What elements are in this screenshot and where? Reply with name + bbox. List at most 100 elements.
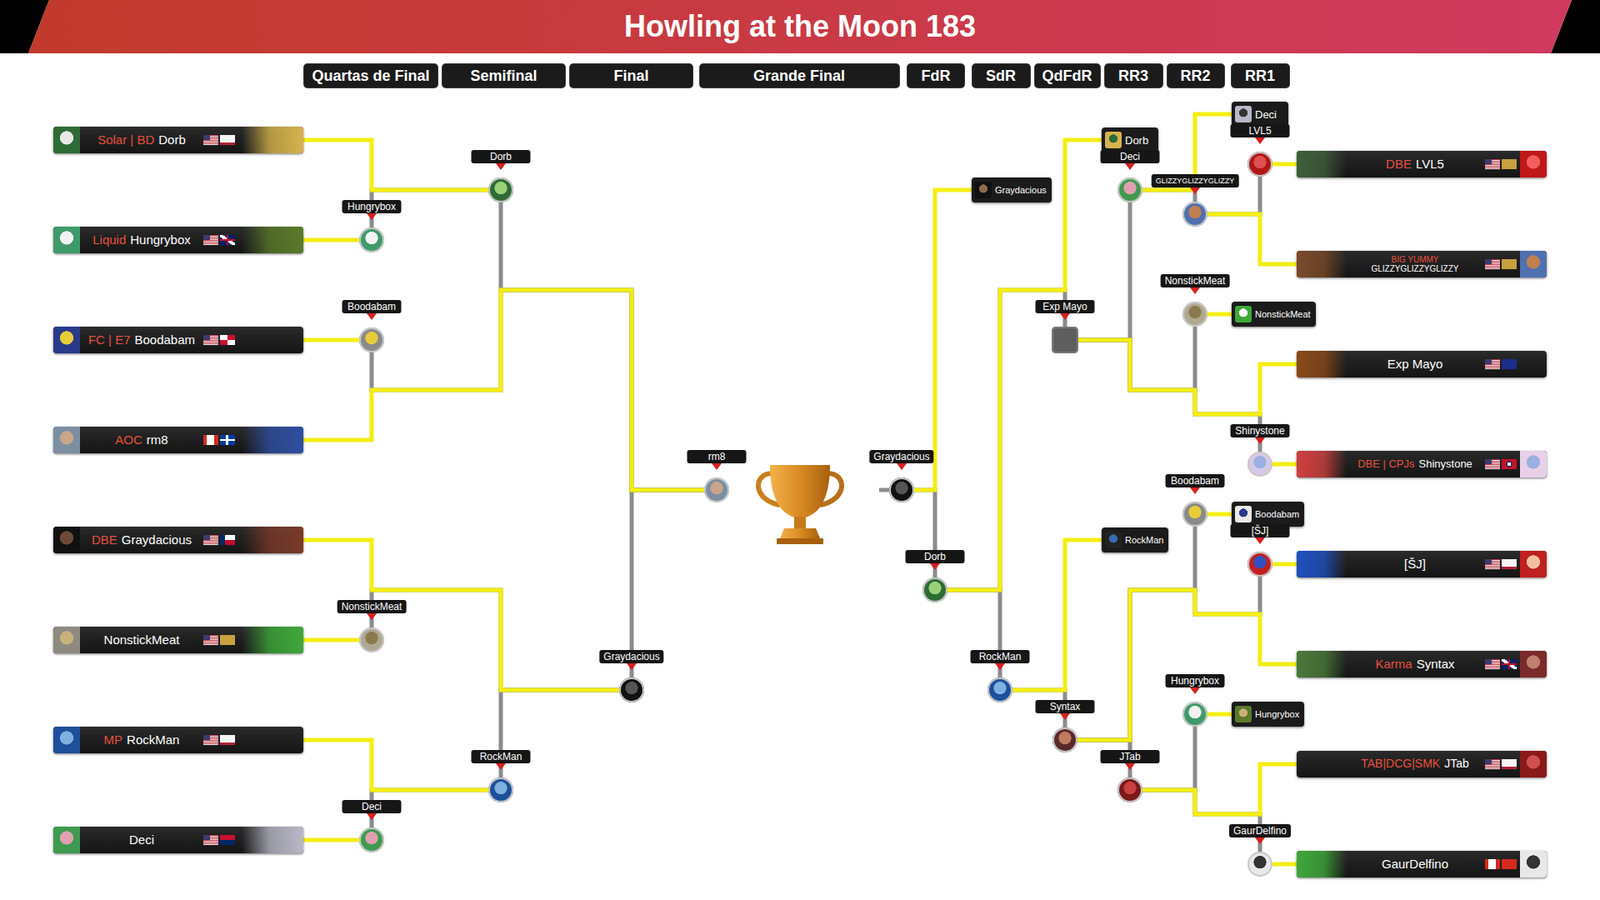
player-name: LVL5 bbox=[1415, 157, 1445, 172]
country-flag bbox=[203, 635, 219, 645]
bracket-line bbox=[1077, 526, 1195, 740]
sponsor-tag: Solar | BD bbox=[97, 133, 155, 148]
country-flag bbox=[1501, 359, 1517, 370]
player-box: BIG YUMMYGLIZZYGLIZZYGLIZZY bbox=[1296, 250, 1547, 278]
player-box: DBE | CPJsShinystone bbox=[1296, 450, 1547, 478]
player-name: Shinystone bbox=[1419, 458, 1473, 470]
country-flag bbox=[203, 535, 219, 545]
country-flag bbox=[1501, 459, 1517, 470]
round-name: SdR bbox=[985, 67, 1016, 85]
result-tag: LVL5 bbox=[1230, 124, 1290, 138]
sponsor-tag: BIG YUMMY bbox=[1390, 255, 1439, 265]
character-art bbox=[1296, 350, 1347, 378]
player-box: GaurDelfino bbox=[1296, 850, 1547, 878]
result-tag: Dorb bbox=[471, 150, 531, 164]
result-tag: RockMan bbox=[471, 750, 531, 764]
player-avatar bbox=[1520, 850, 1547, 878]
round-name: Final bbox=[613, 67, 649, 85]
player-avatar bbox=[1520, 750, 1547, 778]
player-avatar bbox=[53, 426, 80, 454]
country-flag bbox=[1485, 259, 1500, 270]
country-flag bbox=[1501, 259, 1517, 270]
name-area: LiquidHungrybox bbox=[83, 226, 200, 254]
result-marker: Graydacious bbox=[889, 477, 915, 503]
result-marker: Dorb bbox=[922, 577, 948, 603]
dropped-player-box: Hungrybox bbox=[1231, 701, 1305, 727]
round-tab: FdR bbox=[907, 64, 965, 88]
result-marker: Graydacious bbox=[619, 677, 645, 703]
pointer-triangle bbox=[626, 663, 637, 670]
player-name: Exp Mayo bbox=[1387, 357, 1444, 372]
country-flag bbox=[220, 835, 235, 845]
name-area: Solar | BDDorb bbox=[83, 126, 200, 154]
country-flag bbox=[1485, 859, 1500, 870]
result-tag: Exp Mayo bbox=[1035, 300, 1095, 314]
player-name: Graydacious bbox=[995, 185, 1047, 195]
player-box: Solar | BDDorb bbox=[53, 126, 304, 154]
pointer-triangle bbox=[1190, 687, 1200, 695]
player-box: LiquidHungrybox bbox=[53, 226, 304, 254]
player-avatar bbox=[975, 181, 992, 199]
character-art bbox=[241, 826, 304, 854]
result-tag: NonstickMeat bbox=[1160, 274, 1230, 288]
result-tag: RockMan bbox=[970, 650, 1030, 664]
pointer-triangle bbox=[366, 313, 377, 320]
player-avatar bbox=[53, 726, 80, 754]
bracket-line bbox=[1207, 312, 1232, 317]
player-name: Deci bbox=[129, 833, 155, 848]
round-tab: QdFdR bbox=[1035, 64, 1100, 88]
round-tab: RR2 bbox=[1167, 64, 1225, 88]
player-name: RockMan bbox=[1125, 535, 1164, 545]
result-tag: Graydacious bbox=[869, 450, 934, 464]
result-marker: JTab bbox=[1117, 777, 1143, 803]
player-name: GLIZZYGLIZZYGLIZZY bbox=[1370, 264, 1459, 274]
country-flag bbox=[1485, 359, 1500, 370]
player-avatar bbox=[1235, 505, 1252, 523]
bracket-line bbox=[303, 238, 360, 243]
bracket-line bbox=[1142, 790, 1260, 852]
bracket-line bbox=[500, 202, 705, 490]
round-name: FdR bbox=[921, 67, 951, 85]
country-flag bbox=[203, 735, 219, 745]
country-flag bbox=[220, 435, 235, 445]
player-name: rm8 bbox=[146, 433, 169, 448]
pointer-triangle bbox=[995, 663, 1005, 670]
country-flag bbox=[220, 735, 235, 745]
character-art bbox=[241, 426, 304, 454]
bracket-line bbox=[1142, 764, 1297, 815]
pointer-triangle bbox=[495, 163, 506, 170]
character-art bbox=[241, 126, 304, 154]
pointer-triangle bbox=[1060, 313, 1070, 320]
player-box: NonstickMeat bbox=[53, 626, 304, 654]
country-flag bbox=[220, 335, 235, 345]
player-avatar bbox=[53, 326, 80, 354]
character-art bbox=[1296, 850, 1347, 878]
result-marker: Deci bbox=[359, 827, 385, 853]
pointer-triangle bbox=[1125, 763, 1135, 770]
result-marker: NonstickMeat bbox=[1182, 301, 1208, 327]
result-tag: Deci bbox=[342, 800, 402, 814]
round-name: Semifinal bbox=[470, 67, 537, 85]
character-art bbox=[241, 626, 304, 654]
sponsor-tag: DBE bbox=[1385, 157, 1412, 172]
bracket-line bbox=[303, 740, 489, 790]
pointer-triangle bbox=[366, 213, 377, 220]
name-area: Deci bbox=[83, 826, 200, 854]
trophy-cup bbox=[770, 465, 830, 519]
result-tag: Syntax bbox=[1035, 700, 1095, 714]
round-name: RR3 bbox=[1118, 67, 1149, 85]
round-tab: RR1 bbox=[1231, 64, 1290, 88]
name-area: DBELVL5 bbox=[1348, 150, 1482, 178]
player-avatar bbox=[1235, 105, 1252, 123]
bracket-line bbox=[371, 590, 620, 690]
sponsor-tag: AOC bbox=[115, 433, 143, 448]
trophy-base bbox=[780, 528, 820, 539]
name-area: KarmaSyntax bbox=[1348, 650, 1482, 678]
title-bar bbox=[28, 0, 1572, 54]
character-art bbox=[1296, 550, 1347, 578]
dropped-player-box: Dorb bbox=[1101, 127, 1159, 153]
result-marker: Exp Mayo bbox=[1051, 326, 1079, 354]
result-tag: Dorb bbox=[905, 550, 965, 564]
player-avatar bbox=[53, 526, 80, 554]
character-art bbox=[241, 526, 304, 554]
